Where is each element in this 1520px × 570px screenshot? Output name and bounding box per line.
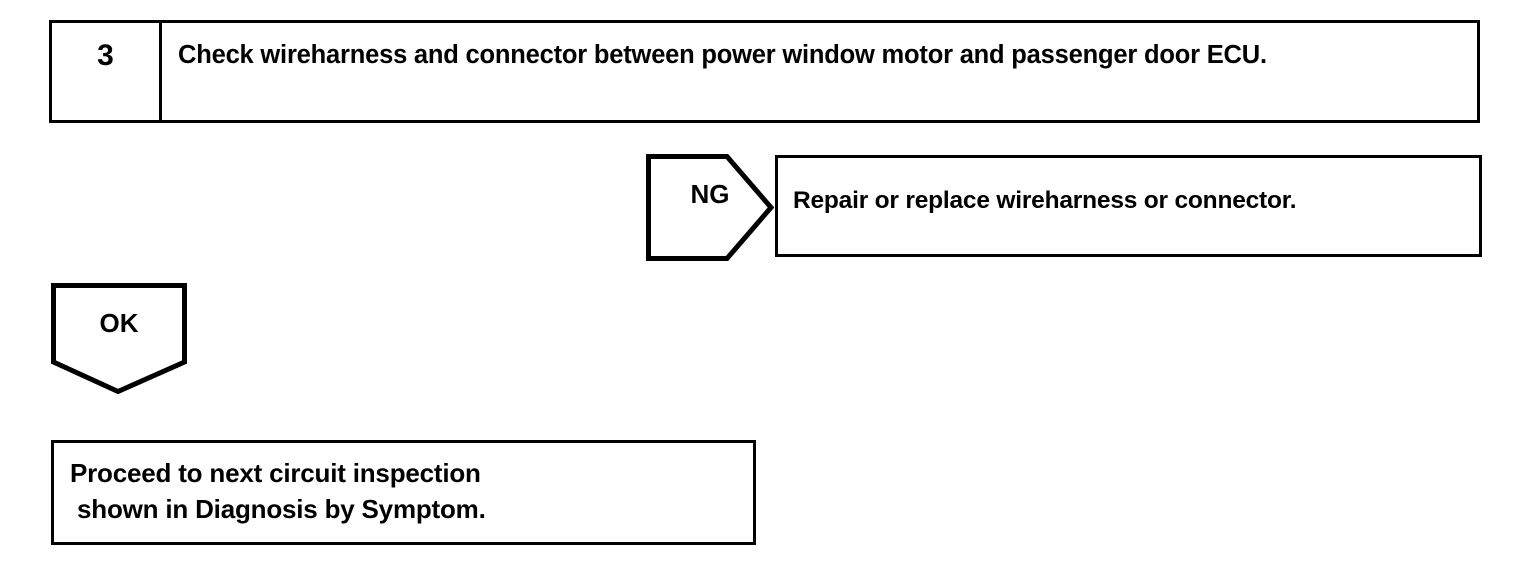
repair-result-box: Repair or replace wireharness or connect… [775,155,1482,257]
ng-label: NG [690,178,730,209]
proceed-result-box: Proceed to next circuit inspection shown… [51,440,756,545]
ng-arrow-shape: NG [646,154,774,261]
proceed-line-1: Proceed to next circuit inspection [70,458,481,488]
step-instruction-line-1: Check wireharness and connector between … [178,41,1138,69]
step-instruction: Check wireharness and connector between … [178,38,1469,73]
ok-label: OK [99,307,139,338]
repair-result-text: Repair or replace wireharness or connect… [793,187,1297,214]
ok-arrow-shape: OK [51,283,187,394]
step-number: 3 [97,39,114,72]
step-box: 3 Check wireharness and connector betwee… [49,20,1480,123]
proceed-result-text: Proceed to next circuit inspection shown… [70,455,486,527]
step-number-cell: 3 [52,23,162,120]
step-instruction-line-2: door ECU. [1143,41,1267,69]
proceed-line-2: shown in Diagnosis by Symptom. [70,494,486,524]
